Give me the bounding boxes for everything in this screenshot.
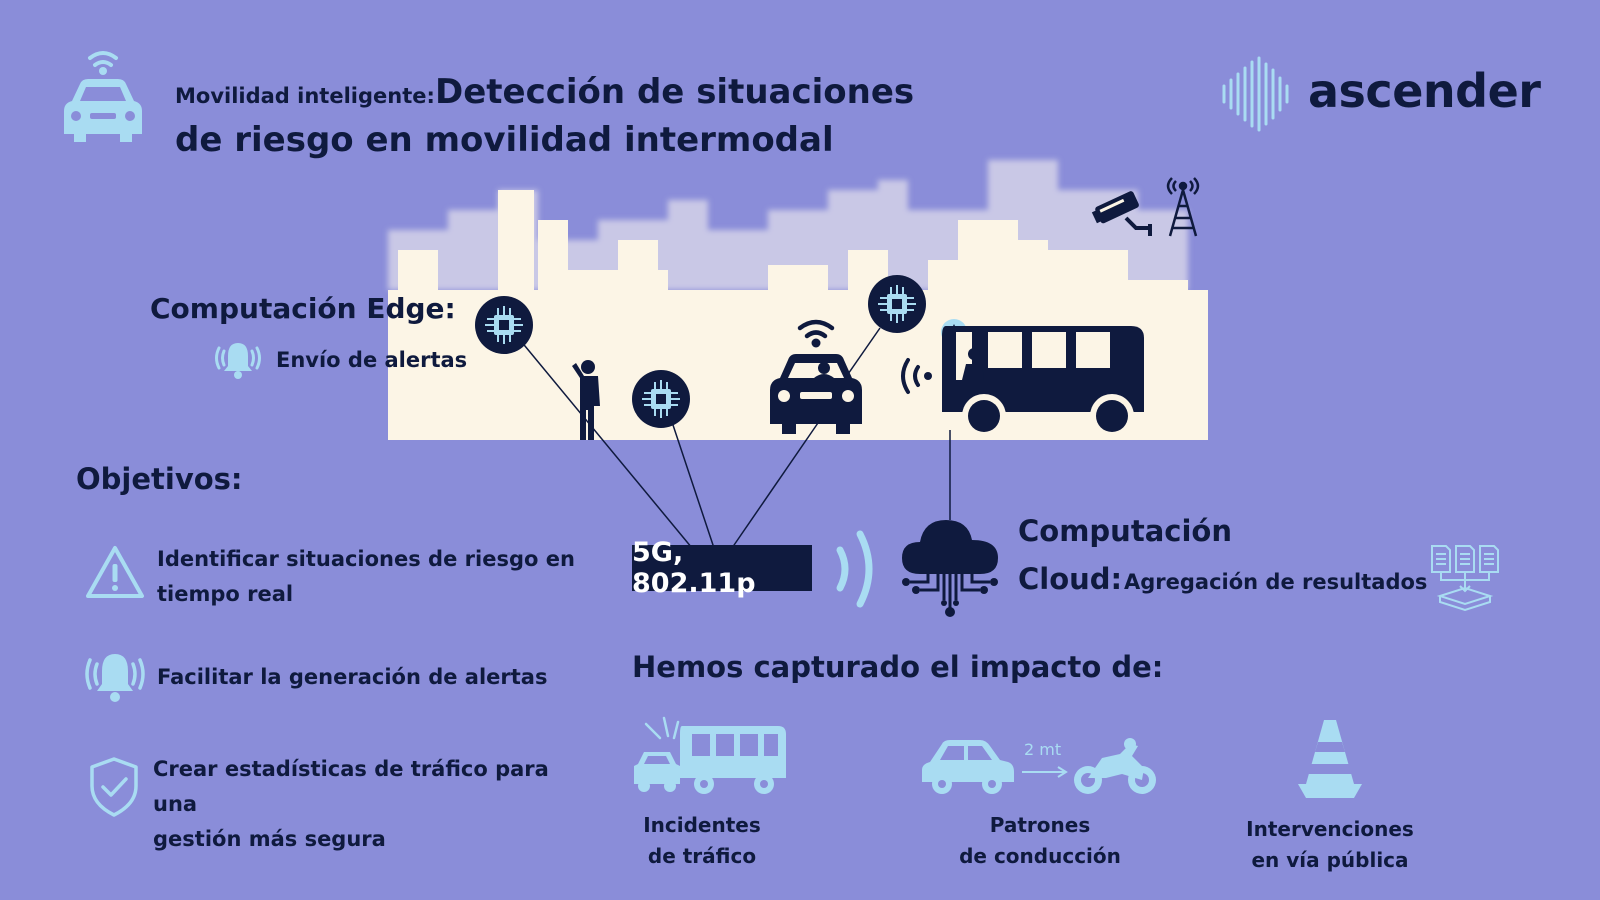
wireless-signal-icon	[836, 530, 873, 608]
cloud-title-line2: Cloud:	[1018, 562, 1123, 596]
bell-icon	[215, 343, 261, 379]
edge-chip-icon	[868, 275, 926, 333]
crash-icon	[634, 716, 786, 794]
warning-icon	[86, 546, 144, 598]
impact-item-line2: en vía pública	[1251, 848, 1409, 872]
impact-item: Intervenciones en vía pública	[1220, 814, 1440, 876]
impact-item-line1: Patrones	[989, 813, 1091, 837]
network-label: 5G, 802.11p	[632, 537, 812, 599]
objectives-title: Objetivos:	[76, 462, 243, 496]
edge-chip-icon	[475, 296, 533, 354]
title-prefix: Movilidad inteligente:	[175, 84, 435, 108]
arrow-right-icon	[1022, 766, 1068, 778]
cctv-camera-icon	[1091, 191, 1152, 236]
bus-icon	[941, 319, 1144, 438]
impact-item-line1: Incidentes	[643, 813, 761, 837]
documents-aggregation-icon	[1431, 545, 1499, 612]
connected-car-icon	[770, 319, 862, 434]
distance-label: 2 mt	[1024, 740, 1062, 759]
shield-check-icon	[90, 757, 138, 817]
ascender-logo-icon	[1222, 56, 1289, 132]
objective-item: Crear estadísticas de tráfico para una g…	[153, 752, 583, 857]
page-title-line1: Detección de situaciones	[435, 72, 915, 112]
impact-item-line1: Intervenciones	[1246, 817, 1414, 841]
motorbike-icon	[1074, 738, 1156, 794]
page-title-line2: de riesgo en movilidad intermodal	[175, 120, 834, 160]
edge-subtitle: Envío de alertas	[276, 348, 468, 372]
traffic-cone-icon	[1298, 720, 1362, 798]
car-icon	[922, 740, 1014, 794]
cloud-title-line1: Computación	[1018, 514, 1232, 548]
impact-item: Patrones de conducción	[930, 810, 1150, 872]
objective-item-line2: tiempo real	[157, 582, 294, 606]
edge-chip-icon	[632, 370, 690, 428]
pedestrian-phone-icon	[572, 360, 600, 440]
objective-item: Facilitar la generación de alertas	[157, 660, 587, 695]
brand-name: ascender	[1308, 64, 1541, 118]
objective-item-line1: Facilitar la generación de alertas	[157, 665, 548, 689]
objective-item: Identificar situaciones de riesgo en tie…	[157, 542, 587, 612]
cloud-subtitle: Agregación de resultados	[1124, 570, 1428, 594]
impact-title: Hemos capturado el impacto de:	[632, 650, 1164, 684]
objective-item-line1: Crear estadísticas de tráfico para una	[153, 757, 549, 816]
impact-item: Incidentes de tráfico	[592, 810, 812, 872]
impact-item-line2: de tráfico	[647, 844, 757, 868]
signal-waves-icon	[901, 358, 932, 394]
impact-item-line2: de conducción	[959, 844, 1121, 868]
cloud-network-icon	[902, 520, 998, 617]
edge-title: Computación Edge:	[150, 292, 456, 325]
antenna-tower-icon	[1166, 177, 1200, 237]
bell-icon	[85, 654, 145, 702]
objective-item-line2: gestión más segura	[153, 827, 386, 851]
objective-item-line1: Identificar situaciones de riesgo en	[157, 547, 575, 571]
connected-car-icon	[64, 51, 142, 142]
